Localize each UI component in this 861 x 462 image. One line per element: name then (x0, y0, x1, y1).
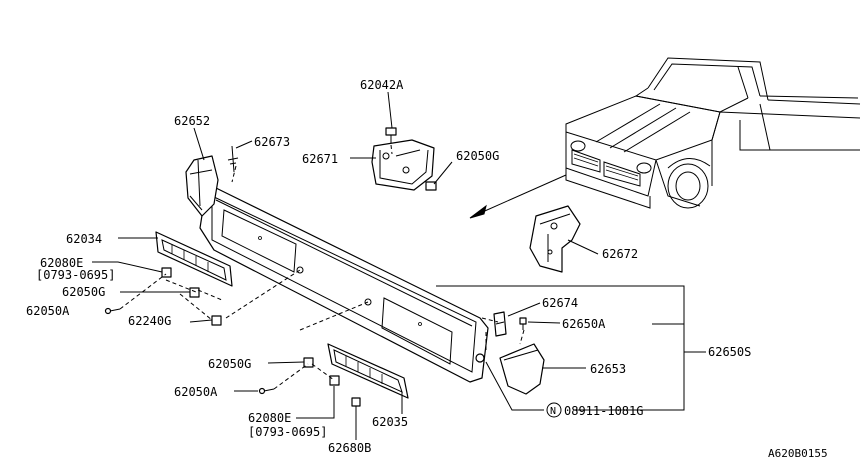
label-n-marker: N (550, 406, 556, 417)
label-08911-1081G: 08911-1081G (564, 404, 643, 418)
label-62050A-bottom: 62050A (174, 385, 218, 399)
leader-lines (92, 91, 706, 440)
part-62650A-screw (519, 317, 527, 330)
label-62034: 62034 (66, 232, 102, 246)
part-labels: 62042A 62652 62673 62671 62050G 62034 62… (26, 78, 828, 460)
label-62650A: 62650A (562, 317, 606, 331)
front-bumper-bar (199, 187, 489, 383)
truck-illustration (565, 57, 861, 209)
label-62653: 62653 (590, 362, 626, 376)
label-62673: 62673 (254, 135, 290, 149)
part-62050A-screw-bottom (258, 387, 275, 395)
part-62034-grille-left (155, 231, 233, 298)
part-62653-right-end-cap (499, 343, 545, 395)
part-62672-bracket (529, 205, 581, 273)
label-62650S: 62650S (708, 345, 751, 359)
label-62652: 62652 (174, 114, 210, 128)
label-62680B: 62680B (328, 441, 371, 455)
label-62672: 62672 (602, 247, 638, 261)
part-62050A-screw-left (104, 307, 121, 315)
label-62050G-bottom: 62050G (208, 357, 251, 371)
label-62674: 62674 (542, 296, 578, 310)
part-62035-grille-right (303, 343, 409, 407)
direction-arrow (469, 174, 567, 219)
label-date-range-left: [0793-0695] (36, 268, 115, 282)
part-62050G-clip-top (425, 181, 437, 191)
part-62673-bolt (227, 145, 239, 173)
label-n-circle (546, 402, 562, 418)
label-62042A: 62042A (360, 78, 404, 92)
label-62671: 62671 (302, 152, 338, 166)
label-62080E-left: 62080E (40, 256, 83, 270)
diagram-code: A620B0155 (768, 447, 828, 460)
part-62652-left-end-cap (185, 155, 219, 217)
label-62080E-bottom: 62080E (248, 411, 291, 425)
part-62240G-clip (211, 315, 222, 326)
label-62240G: 62240G (128, 314, 171, 328)
label-62050G-left: 62050G (62, 285, 105, 299)
label-62035: 62035 (372, 415, 408, 429)
part-62671-bracket (371, 139, 435, 191)
bolt-08911-1081G (475, 353, 485, 363)
label-62050G-top: 62050G (456, 149, 499, 163)
part-62674-bracket (493, 311, 507, 337)
label-date-range-bottom: [0793-0695] (248, 425, 327, 439)
label-62050A-left: 62050A (26, 304, 70, 318)
